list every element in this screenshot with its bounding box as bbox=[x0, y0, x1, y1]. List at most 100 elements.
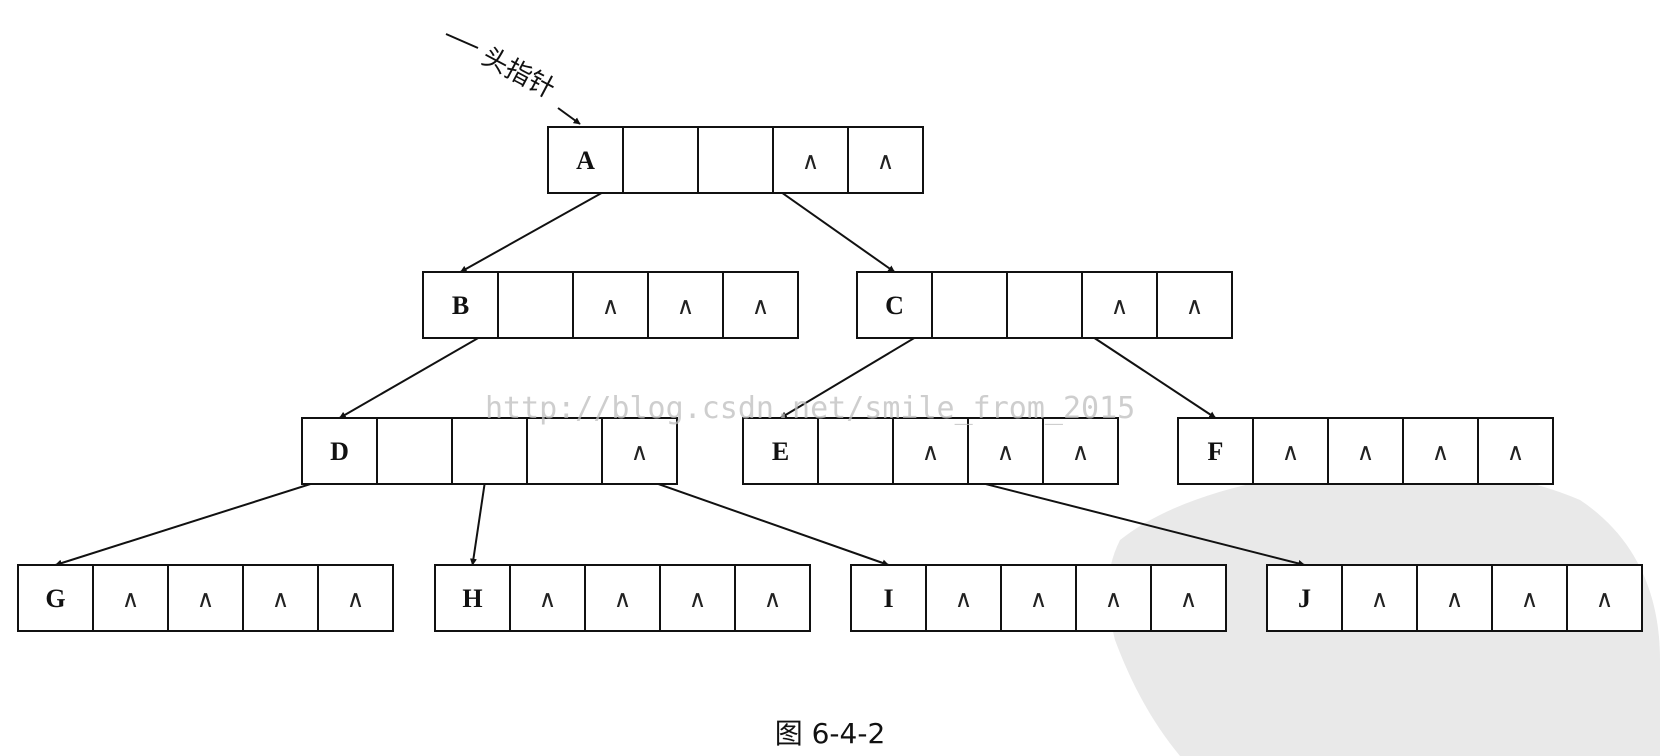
null-symbol: ∧ bbox=[764, 585, 782, 613]
tree-node-H: H ∧ ∧ ∧ ∧ bbox=[434, 564, 811, 632]
pointer-cell bbox=[1006, 271, 1083, 339]
null-symbol: ∧ bbox=[922, 438, 940, 466]
nodes-layer: A∧∧B∧∧∧C∧∧D∧E∧∧∧F∧∧∧∧G∧∧∧∧H∧∧∧∧I∧∧∧∧J∧∧∧… bbox=[17, 126, 1643, 632]
null-pointer-cell bbox=[847, 126, 924, 194]
node-data-cell bbox=[742, 417, 819, 485]
null-symbol: ∧ bbox=[197, 585, 215, 613]
null-pointer-cell bbox=[1477, 417, 1554, 485]
null-pointer-cell bbox=[1341, 564, 1418, 632]
null-symbol: ∧ bbox=[122, 585, 140, 613]
null-pointer-cell bbox=[1491, 564, 1568, 632]
node-label: E bbox=[772, 437, 789, 466]
null-pointer-cell bbox=[925, 564, 1002, 632]
null-pointer-cell bbox=[167, 564, 244, 632]
tree-node-C: C∧∧ bbox=[856, 271, 1233, 339]
null-symbol: ∧ bbox=[1105, 585, 1123, 613]
tree-node-B: B ∧ ∧ ∧ bbox=[422, 271, 799, 339]
null-symbol: ∧ bbox=[1180, 585, 1198, 613]
null-pointer-cell bbox=[1566, 564, 1643, 632]
url-watermark: http://blog.csdn.net/smile_from_2015 bbox=[485, 391, 1135, 426]
head-pointer-arrow bbox=[557, 107, 581, 125]
null-symbol: ∧ bbox=[1446, 585, 1464, 613]
node-data-cell bbox=[1266, 564, 1343, 632]
node-label: A bbox=[576, 146, 595, 175]
null-pointer-cell bbox=[242, 564, 319, 632]
null-pointer-cell bbox=[892, 417, 969, 485]
node-label: I bbox=[883, 584, 893, 613]
null-symbol: ∧ bbox=[272, 585, 290, 613]
pointer-cell bbox=[497, 271, 574, 339]
null-symbol: ∧ bbox=[1521, 585, 1539, 613]
null-pointer-cell bbox=[509, 564, 586, 632]
null-symbol: ∧ bbox=[1072, 438, 1090, 466]
tree-node-F: F∧∧∧∧ bbox=[1177, 417, 1554, 485]
tree-node-A: A ∧ ∧ bbox=[547, 126, 924, 194]
null-pointer-cell bbox=[1150, 564, 1227, 632]
null-symbol: ∧ bbox=[997, 438, 1015, 466]
null-pointer-cell bbox=[1081, 271, 1158, 339]
node-data-cell bbox=[1177, 417, 1254, 485]
null-symbol: ∧ bbox=[1111, 292, 1129, 320]
pointer-cell bbox=[376, 417, 453, 485]
null-pointer-cell bbox=[1042, 417, 1119, 485]
null-pointer-cell bbox=[1327, 417, 1404, 485]
node-data-cell bbox=[850, 564, 927, 632]
pointer-cell bbox=[622, 126, 699, 194]
pointer-cell bbox=[817, 417, 894, 485]
head-pointer-label: 头指针 bbox=[477, 42, 560, 105]
pointer-cell bbox=[931, 271, 1008, 339]
node-label: J bbox=[1298, 584, 1311, 613]
null-symbol: ∧ bbox=[1432, 438, 1450, 466]
null-pointer-cell bbox=[967, 417, 1044, 485]
null-symbol: ∧ bbox=[677, 292, 695, 320]
null-pointer-cell bbox=[1402, 417, 1479, 485]
node-label: G bbox=[45, 584, 65, 613]
null-symbol: ∧ bbox=[1186, 292, 1204, 320]
null-symbol: ∧ bbox=[539, 585, 557, 613]
null-symbol: ∧ bbox=[955, 585, 973, 613]
null-symbol: ∧ bbox=[689, 585, 707, 613]
tree-node-I: I ∧ ∧ ∧ ∧ bbox=[850, 564, 1227, 632]
null-symbol: ∧ bbox=[1357, 438, 1375, 466]
node-data-cell bbox=[17, 564, 94, 632]
null-pointer-cell bbox=[647, 271, 724, 339]
node-label: H bbox=[462, 584, 482, 613]
null-symbol: ∧ bbox=[802, 147, 820, 175]
null-symbol: ∧ bbox=[1030, 585, 1048, 613]
null-symbol: ∧ bbox=[602, 292, 620, 320]
edges-layer bbox=[54, 159, 1306, 567]
node-data-cell bbox=[301, 417, 378, 485]
tree-node-E: E ∧ ∧ ∧ bbox=[742, 417, 1119, 485]
null-pointer-cell bbox=[572, 271, 649, 339]
tree-node-G: G∧∧∧∧ bbox=[17, 564, 394, 632]
pointer-cell bbox=[451, 417, 528, 485]
pointer-cell bbox=[526, 417, 603, 485]
head-pointer: 头指针 bbox=[445, 33, 581, 125]
pointer-cell bbox=[697, 126, 774, 194]
node-label: F bbox=[1208, 437, 1224, 466]
null-pointer-cell bbox=[584, 564, 661, 632]
node-label: B bbox=[452, 291, 469, 320]
null-symbol: ∧ bbox=[631, 438, 649, 466]
null-symbol: ∧ bbox=[1507, 438, 1525, 466]
null-pointer-cell bbox=[92, 564, 169, 632]
node-data-cell bbox=[547, 126, 624, 194]
node-label: D bbox=[330, 437, 349, 466]
node-data-cell bbox=[856, 271, 933, 339]
null-symbol: ∧ bbox=[614, 585, 632, 613]
figure-caption: 图 6-4-2 bbox=[774, 717, 886, 750]
tree-node-J: J∧∧∧∧ bbox=[1266, 564, 1643, 632]
null-pointer-cell bbox=[734, 564, 811, 632]
null-pointer-cell bbox=[601, 417, 678, 485]
null-symbol: ∧ bbox=[752, 292, 770, 320]
null-symbol: ∧ bbox=[877, 147, 895, 175]
tree-node-D: D∧ bbox=[301, 417, 678, 485]
node-data-cell bbox=[434, 564, 511, 632]
head-pointer-lead-line bbox=[445, 33, 479, 49]
null-pointer-cell bbox=[1156, 271, 1233, 339]
null-pointer-cell bbox=[722, 271, 799, 339]
null-symbol: ∧ bbox=[1371, 585, 1389, 613]
null-pointer-cell bbox=[1252, 417, 1329, 485]
